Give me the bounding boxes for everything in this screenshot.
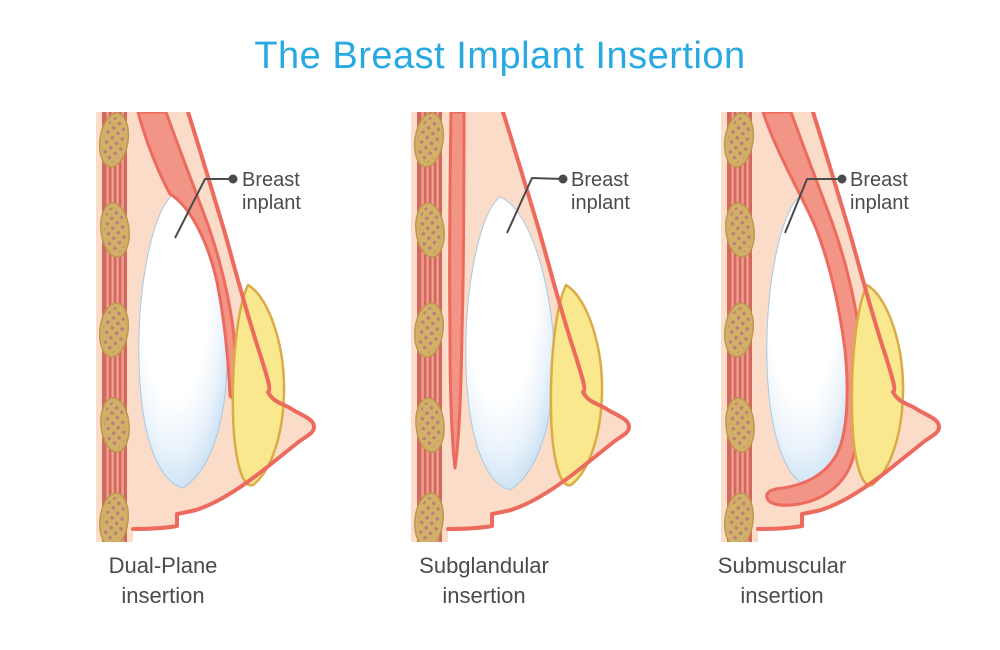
leader-bullet-icon [228,174,238,184]
caption-line: Submuscular [717,553,847,578]
chest-wall [411,112,448,542]
panel-subglandular: Breast inplant [411,110,711,542]
implant-label: Breast [242,169,300,191]
implant-label: inplant [850,192,909,214]
caption-dual-plane: Dual-Plane insertion [43,551,283,611]
pectoral-muscle [448,110,466,470]
caption-line: Subglandular [419,553,549,578]
subglandular-diagram: Breast inplant [411,110,631,542]
caption-submuscular: Submuscular insertion [662,551,902,611]
caption-subglandular: Subglandular insertion [364,551,604,611]
leader-line [506,176,564,234]
leader-bullet-icon [558,174,568,184]
page-title: The Breast Implant Insertion [254,35,746,77]
implant-label: Breast [571,169,629,191]
caption-line: Dual-Plane [108,553,218,578]
caption-line: insertion [740,583,824,608]
chest-wall [721,112,758,542]
leader-bullet-icon [837,174,847,184]
pectoral-muscle [761,110,864,507]
caption-line: insertion [442,583,526,608]
implant-label: Breast [850,169,908,191]
dual-plane-diagram: Breast inplant [96,110,316,542]
leader-line [174,178,233,239]
implant-label: inplant [242,192,301,214]
leader-line [784,178,842,234]
implant-label: inplant [571,192,630,214]
panel-submuscular: Breast inplant [721,110,1000,542]
caption-line: insertion [121,583,205,608]
submuscular-diagram: Breast inplant [721,110,941,542]
chest-wall [96,112,133,542]
panel-dual-plane: Breast inplant [96,110,396,542]
